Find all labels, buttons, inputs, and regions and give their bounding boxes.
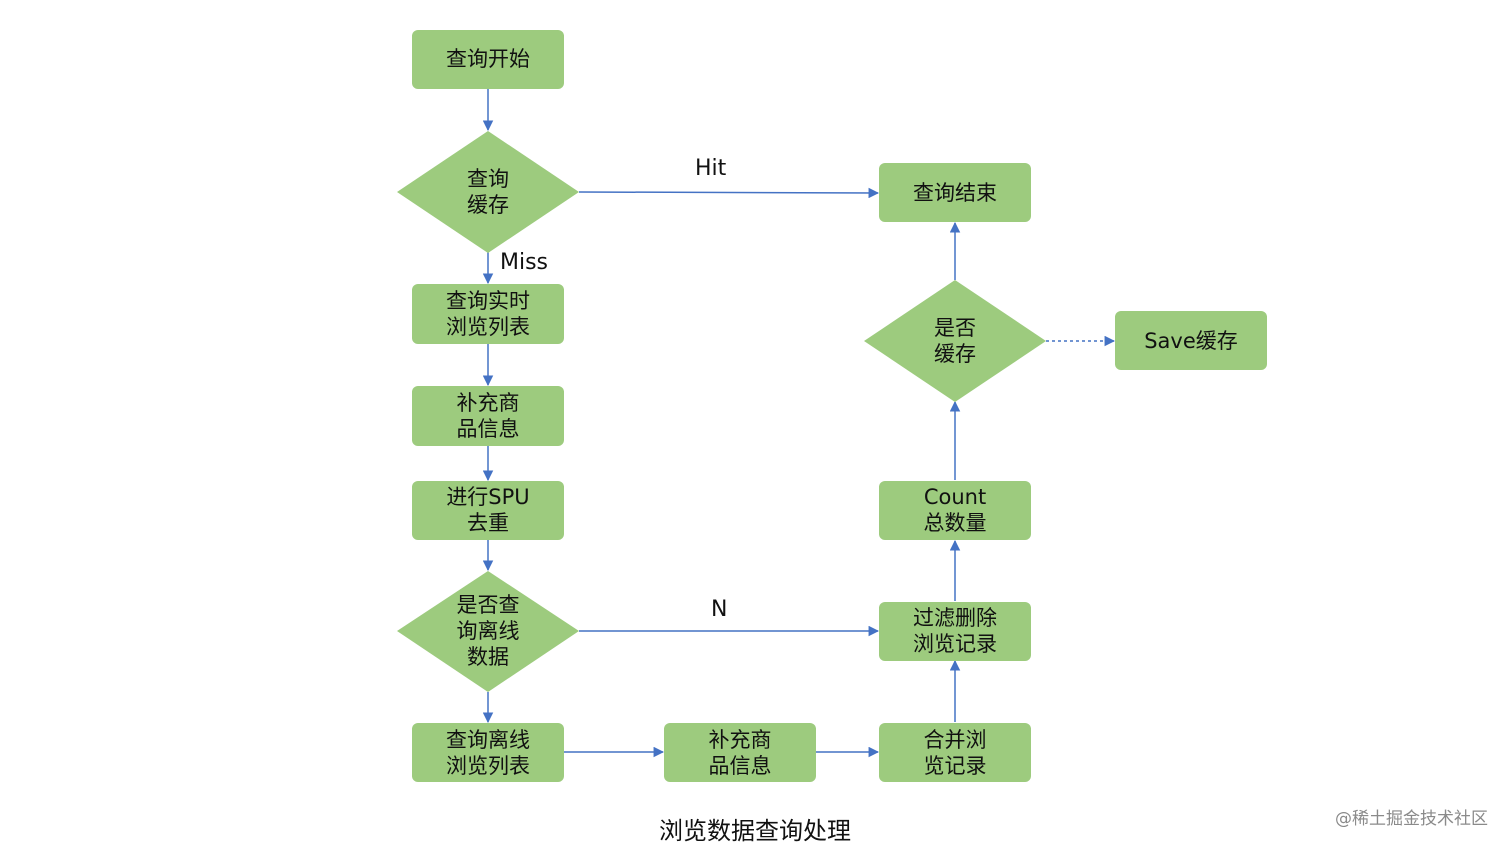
- query-cache-line: 查询: [467, 167, 509, 191]
- node-query-cache: [397, 131, 579, 253]
- filter-delete-line: 过滤删除: [913, 606, 997, 630]
- edge-label-miss: Miss: [500, 250, 548, 275]
- count-line: 总数量: [924, 511, 987, 535]
- merge-line: 合并浏: [924, 728, 987, 752]
- end-line: 查询结束: [913, 181, 997, 205]
- spu-dedup-line: 进行SPU: [446, 485, 529, 509]
- diagram-caption: 浏览数据查询处理: [659, 817, 851, 845]
- node-query-offline-decision-label: 是否查询离线数据: [457, 593, 520, 669]
- edges: [482, 89, 1116, 758]
- start-line: 查询开始: [446, 47, 530, 71]
- node-supplement-2-label: 补充商品信息: [709, 728, 772, 778]
- count-line: Count: [924, 485, 986, 509]
- node-query-cache-label: 查询缓存: [467, 167, 509, 217]
- edge-label-n: N: [711, 597, 727, 622]
- node-spu-dedup: [412, 481, 564, 540]
- node-filter-delete: [879, 602, 1031, 661]
- node-supplement-1: [412, 386, 564, 446]
- node-count: [879, 481, 1031, 540]
- supplement-1-line: 补充商: [457, 391, 520, 415]
- node-end-label: 查询结束: [913, 181, 997, 205]
- node-supplement-1-label: 补充商品信息: [457, 391, 520, 441]
- node-save-cache-label: Save缓存: [1144, 329, 1238, 353]
- query-realtime-line: 查询实时: [446, 289, 530, 313]
- query-offline-decision-line: 是否查: [457, 593, 520, 617]
- node-cache-decision-label: 是否缓存: [934, 316, 976, 366]
- node-query-offline-list: [412, 723, 564, 782]
- query-offline-decision-line: 数据: [467, 645, 509, 669]
- node-query-offline-decision: [397, 571, 579, 692]
- node-cache-decision: [864, 280, 1046, 402]
- node-start: [412, 30, 564, 89]
- spu-dedup-line: 去重: [467, 511, 509, 535]
- node-supplement-2: [664, 723, 816, 782]
- node-start-label: 查询开始: [446, 47, 530, 71]
- query-cache-line: 缓存: [467, 193, 509, 217]
- query-offline-list-line: 浏览列表: [446, 754, 530, 778]
- node-merge: [879, 723, 1031, 782]
- node-query-realtime: [412, 284, 564, 344]
- supplement-2-line: 品信息: [709, 754, 772, 778]
- cache-decision-line: 是否: [934, 316, 976, 340]
- cache-decision-line: 缓存: [934, 342, 976, 366]
- nodes: [397, 30, 1267, 782]
- query-realtime-line: 浏览列表: [446, 315, 530, 339]
- node-end: [879, 163, 1031, 222]
- watermark: @稀土掘金技术社区: [1335, 809, 1488, 829]
- edge-cache-hit-to-end: [578, 187, 880, 199]
- node-query-offline-list-label: 查询离线浏览列表: [446, 728, 530, 778]
- supplement-2-line: 补充商: [709, 728, 772, 752]
- save-cache-line: Save缓存: [1144, 329, 1238, 353]
- query-offline-list-line: 查询离线: [446, 728, 530, 752]
- edge-label-hit: Hit: [695, 156, 727, 181]
- query-offline-decision-line: 询离线: [457, 619, 520, 643]
- node-merge-label: 合并浏览记录: [924, 728, 987, 778]
- node-filter-delete-label: 过滤删除浏览记录: [913, 606, 997, 656]
- node-query-realtime-label: 查询实时浏览列表: [446, 289, 530, 339]
- filter-delete-line: 浏览记录: [913, 632, 997, 656]
- node-save-cache: [1115, 311, 1267, 370]
- merge-line: 览记录: [924, 754, 987, 778]
- supplement-1-line: 品信息: [457, 417, 520, 441]
